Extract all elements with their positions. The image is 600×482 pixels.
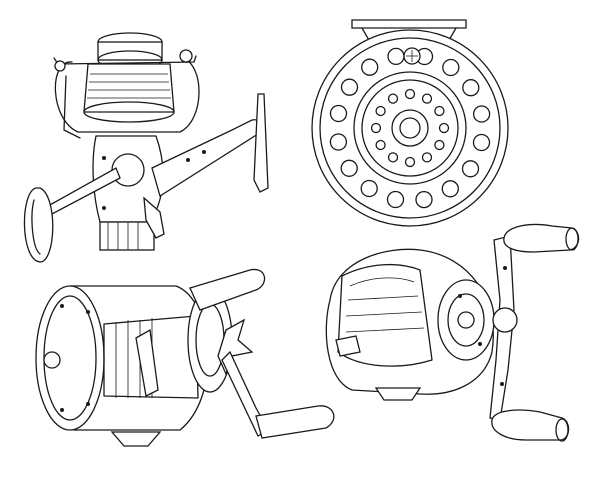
- reel-hole: [442, 58, 460, 77]
- spinning-reel-icon: [23, 32, 269, 263]
- reel-hole: [370, 122, 382, 134]
- reel-hole: [472, 133, 491, 152]
- reel-hole: [434, 105, 445, 117]
- reel-hole: [361, 58, 379, 76]
- reel-hole: [404, 88, 416, 100]
- reel-hole: [340, 159, 358, 177]
- reel-hole: [415, 190, 433, 209]
- reel-hole: [329, 133, 348, 151]
- reel-hole: [434, 139, 445, 151]
- round-baitcaster-icon: [35, 268, 335, 447]
- reel-hole: [340, 78, 359, 96]
- reel-hole: [375, 105, 386, 117]
- reel-hole: [421, 152, 433, 163]
- reel-hole: [387, 93, 399, 104]
- reel-hole: [441, 180, 459, 198]
- reel-hole: [461, 160, 480, 178]
- reel-hole: [404, 156, 416, 168]
- reel-hole: [360, 179, 378, 198]
- reel-hole: [438, 122, 450, 134]
- reel-hole: [329, 104, 348, 123]
- reel-hole: [462, 79, 480, 97]
- fly-reel-icon: [311, 19, 509, 227]
- reel-hole: [387, 152, 399, 163]
- lowprofile-baitcaster-icon: [325, 223, 580, 442]
- reel-hole: [386, 190, 405, 209]
- reel-hole: [472, 105, 491, 123]
- reel-hole: [421, 93, 433, 104]
- reel-hole: [375, 139, 386, 151]
